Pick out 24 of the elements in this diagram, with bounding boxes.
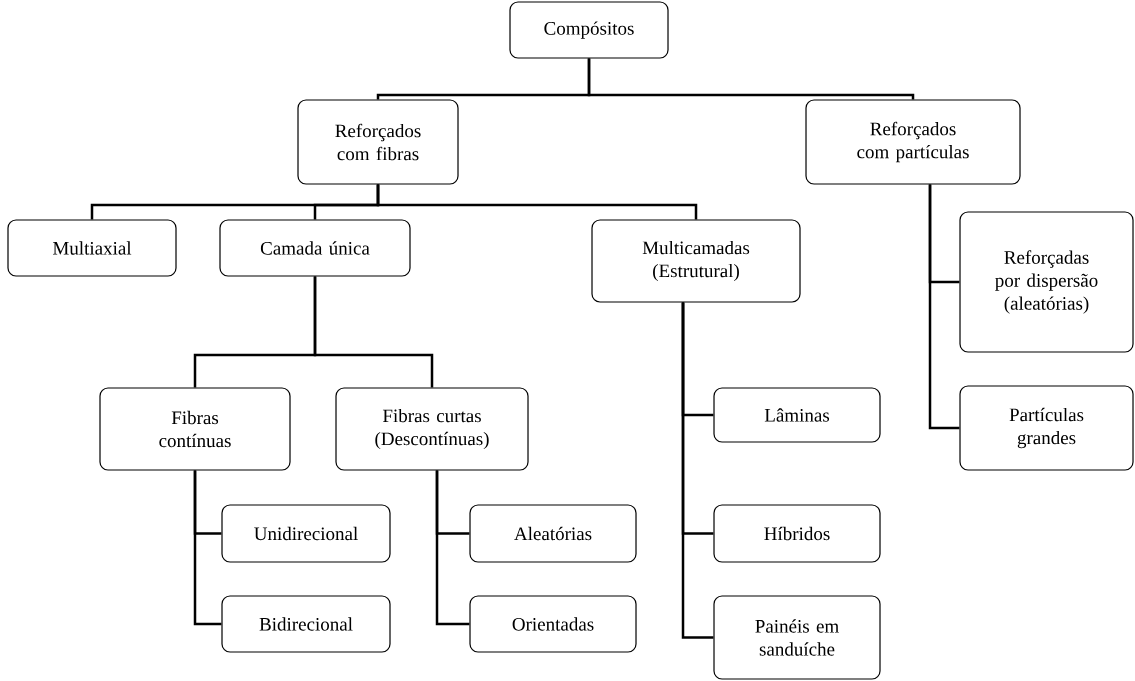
category-box: Híbridos xyxy=(713,504,881,563)
connector-line xyxy=(313,276,434,388)
category-box: Lâminas xyxy=(713,387,881,443)
category-box: Camada única xyxy=(219,219,411,277)
category-box: Fibras curtas (Descontínuas) xyxy=(335,387,529,471)
category-box: Aleatórias xyxy=(469,504,637,563)
category-box: Partículas grandes xyxy=(959,385,1134,471)
category-box: Multiaxial xyxy=(7,219,177,277)
category-box: Bidirecional xyxy=(221,595,391,653)
category-box: Fibras contínuas xyxy=(99,387,291,471)
category-box: Reforçadas por dispersão (aleatórias) xyxy=(959,211,1134,353)
connector-line xyxy=(435,470,470,626)
connector-line xyxy=(193,470,222,626)
category-box: Painéis em sanduíche xyxy=(713,595,881,680)
category-box: Orientadas xyxy=(469,595,637,653)
category-box: Multicamadas (Estrutural) xyxy=(591,219,801,303)
category-box: Unidirecional xyxy=(221,504,391,563)
connector-line xyxy=(376,184,698,220)
category-box: Compósitos xyxy=(509,1,669,59)
category-box: Reforçados com fibras xyxy=(297,99,459,185)
connector-line xyxy=(681,302,714,639)
category-box: Reforçados com partículas xyxy=(805,99,1021,185)
connector-line xyxy=(928,184,960,430)
connector-line xyxy=(587,58,915,100)
